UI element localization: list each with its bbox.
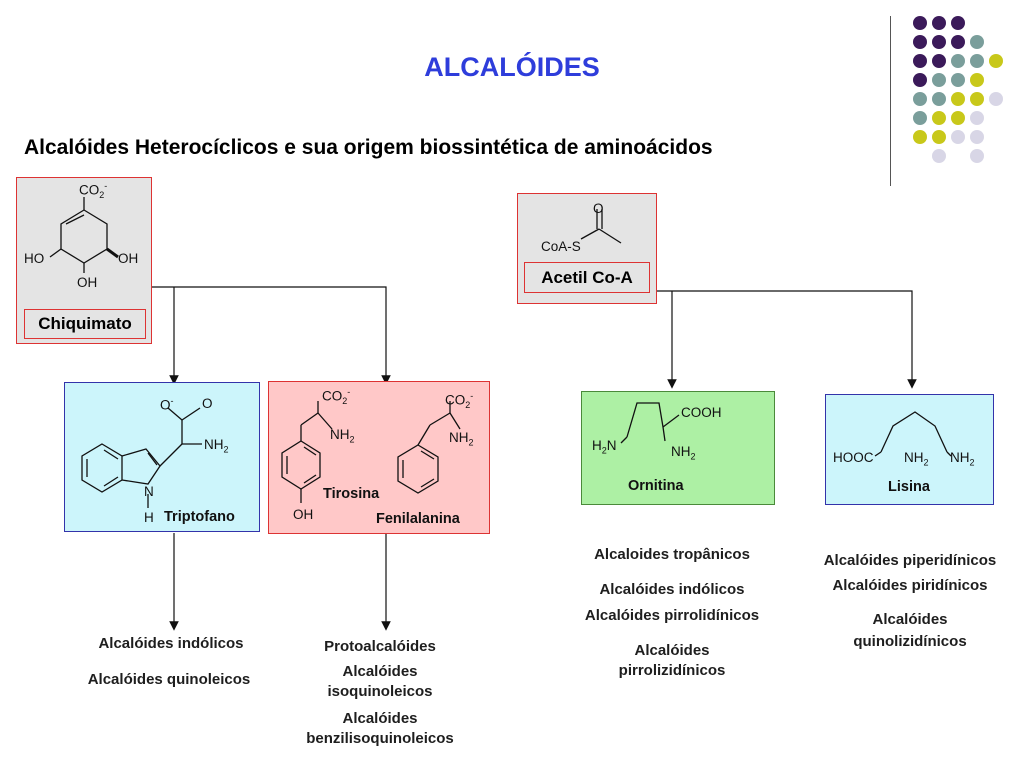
- lisina-nh2-b: NH2: [950, 450, 975, 468]
- outcome-ornitina-5: pirrolizidínicos: [618, 662, 726, 679]
- ornitina-box: [581, 391, 775, 505]
- tirosina-fenilalanina-box: [268, 381, 490, 534]
- chiquimato-structure: [49, 197, 119, 273]
- triptofano-o-right: O: [202, 396, 213, 411]
- outcome-lisina-2: Alcalóides piridínicos: [832, 577, 988, 594]
- fenilalanina-co2: CO2-: [445, 391, 474, 411]
- page-title: ALCALÓIDES: [424, 52, 600, 82]
- ornitina-nh2: NH2: [671, 444, 696, 462]
- outcome-triptofano-1: Alcalóides indólicos: [98, 635, 244, 652]
- chiquimato-ho: HO: [24, 251, 45, 266]
- ornitina-structure: [620, 402, 680, 444]
- lisina-box: [825, 394, 994, 505]
- triptofano-box: [64, 382, 260, 532]
- page-subtitle: Alcalóides Heterocíclicos e sua origem b…: [24, 136, 713, 159]
- lisina-hooc: HOOC: [833, 450, 874, 465]
- ornitina-cooh: COOH: [681, 405, 722, 420]
- chiquimato-co2: CO2-: [79, 181, 108, 201]
- tirosina-nh2: NH2: [330, 427, 355, 445]
- fenilalanina-nh2: NH2: [449, 430, 474, 448]
- tirosina-label: Tirosina: [323, 486, 380, 502]
- triptofano-n: N: [144, 484, 154, 499]
- lisina-structure: [874, 411, 952, 457]
- triptofano-h: H: [144, 510, 154, 525]
- tirosina-co2: CO2-: [322, 387, 351, 407]
- chiquimato-oh-bottom: OH: [77, 275, 98, 290]
- acetil-coa-label: Acetil Co-A: [524, 262, 650, 293]
- triptofano-o-top: O-: [160, 396, 174, 413]
- chiquimato-oh-right: OH: [118, 251, 139, 266]
- outcome-ornitina-4: Alcalóides: [634, 642, 710, 659]
- ornitina-h2n: H2N: [592, 438, 617, 456]
- decorative-divider: [890, 16, 891, 186]
- lisina-label: Lisina: [888, 479, 930, 495]
- fenilalanina-label: Fenilalanina: [376, 511, 460, 527]
- outcome-ornitina-3: Alcalóides pirrolidínicos: [584, 607, 760, 624]
- outcome-triptofano-2: Alcalóides quinoleicos: [87, 671, 251, 688]
- acetil-coa-structure: [580, 209, 622, 244]
- tirosina-fenilalanina-structures: [281, 401, 461, 503]
- tirosina-oh: OH: [293, 507, 314, 522]
- outcome-lisina-1: Alcalóides piperidínicos: [823, 552, 997, 569]
- outcome-tirosina-2: Alcalóides: [342, 663, 418, 680]
- triptofano-nh2: NH2: [204, 437, 229, 455]
- outcome-lisina-3: Alcalóides: [872, 611, 948, 628]
- acetil-coas: CoA-S: [541, 239, 581, 254]
- outcome-tirosina-3: isoquinoleicos: [327, 683, 433, 700]
- outcome-ornitina-2: Alcalóides indólicos: [599, 581, 745, 598]
- triptofano-label: Triptofano: [164, 509, 235, 525]
- outcome-lisina-4: quinolizidínicos: [853, 633, 967, 650]
- triptofano-structure: [81, 407, 202, 508]
- outcome-tirosina-4: Alcalóides: [342, 710, 418, 727]
- outcome-ornitina-1: Alcaloides tropânicos: [594, 546, 750, 563]
- outcome-tirosina-1: Protoalcalóides: [324, 638, 436, 655]
- lisina-nh2-a: NH2: [904, 450, 929, 468]
- chiquimato-label: Chiquimato: [24, 309, 146, 339]
- ornitina-label: Ornitina: [628, 478, 684, 494]
- acetil-o: O: [593, 201, 604, 216]
- outcome-tirosina-5: benzilisoquinoleicos: [306, 730, 454, 747]
